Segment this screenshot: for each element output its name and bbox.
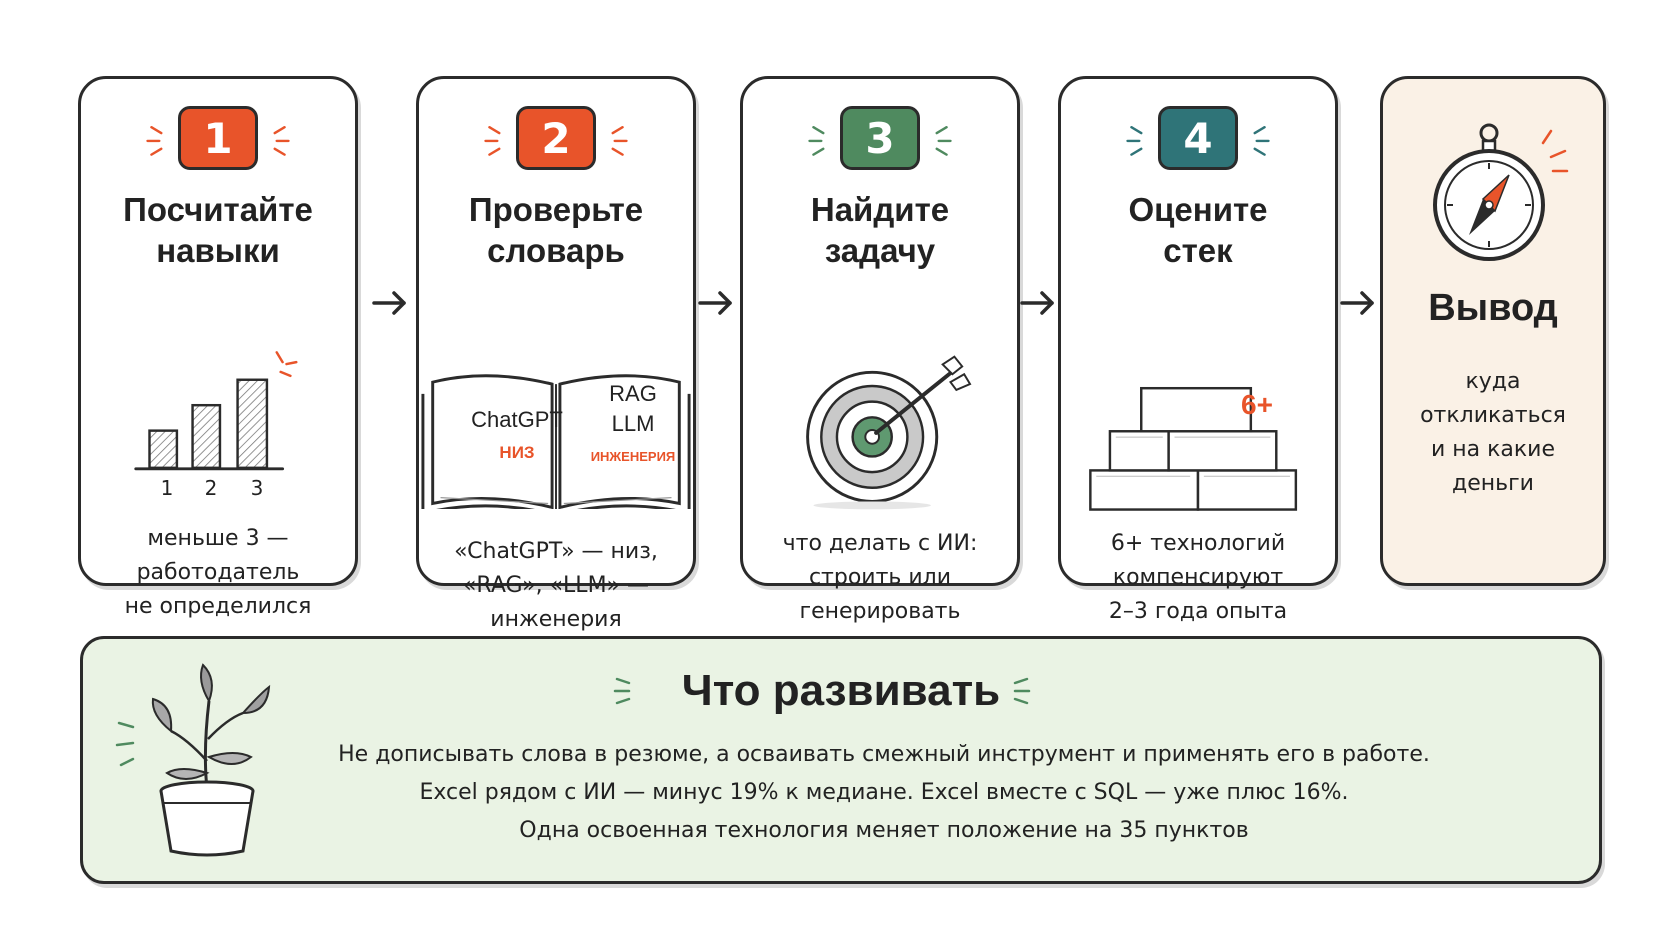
step-number-badge: 2 bbox=[516, 106, 596, 170]
chart-label-2: 2 bbox=[204, 476, 218, 500]
develop-panel: Что развивать Не дописывать слова в резю… bbox=[80, 636, 1602, 884]
badge-rays bbox=[146, 126, 290, 156]
title-rays-right bbox=[1013, 677, 1031, 705]
develop-text: Не дописывать слова в резюме, а осваиват… bbox=[338, 742, 1430, 843]
step-title: Оцените стек bbox=[1128, 191, 1268, 269]
step-card-1: 1 Посчитайте навыки 1 2 3 меньше 3 — раб… bbox=[78, 76, 358, 619]
step-number-badge: 1 bbox=[178, 106, 258, 170]
book-tag-niz: НИЗ bbox=[499, 443, 535, 462]
arrow-right-icon bbox=[1340, 291, 1374, 315]
arrow-right-icon bbox=[372, 291, 406, 315]
book-tag-engineering: ИНЖЕНЕРИЯ bbox=[590, 449, 676, 464]
conclusion-card: Вывод куда откликаться и на какие деньги bbox=[1380, 76, 1606, 586]
conclusion-description: куда откликаться и на какие деньги bbox=[1420, 369, 1566, 496]
step-number-badge: 4 bbox=[1158, 106, 1238, 170]
step-description: 6+ технологий компенсируют 2–3 года опыт… bbox=[1108, 531, 1288, 624]
step-card-2: 2 Проверьте словарь ChatGPT НИЗ RAG LLM … bbox=[416, 76, 696, 632]
chart-label-1: 1 bbox=[160, 476, 174, 500]
skills-bar-chart-icon bbox=[134, 351, 298, 471]
compass-icon bbox=[1433, 123, 1569, 261]
brick-label: 6+ bbox=[1241, 389, 1273, 420]
target-dart-icon bbox=[806, 355, 972, 510]
arrow-right-icon bbox=[1020, 291, 1054, 315]
badge-rays bbox=[484, 126, 628, 156]
conclusion-title: Вывод bbox=[1428, 287, 1558, 329]
brick-stack-icon bbox=[1089, 386, 1298, 511]
step-title: Найдите задачу bbox=[810, 191, 950, 269]
badge-rays bbox=[808, 126, 952, 156]
title-rays-left bbox=[613, 677, 631, 705]
arrow-right-icon bbox=[698, 291, 732, 315]
step-description: «ChatGPT» — низ, «RAG», «LLM» — инженери… bbox=[454, 539, 658, 632]
book-word-llm: LLM bbox=[611, 411, 655, 436]
potted-plant-icon bbox=[115, 663, 271, 857]
step-title: Проверьте словарь bbox=[468, 191, 644, 269]
step-title: Посчитайте навыки bbox=[123, 191, 313, 269]
chart-label-3: 3 bbox=[250, 476, 264, 500]
open-book-icon bbox=[421, 374, 691, 509]
step-description: меньше 3 — работодатель не определился bbox=[124, 526, 312, 619]
step-number-badge: 3 bbox=[840, 106, 920, 170]
step-card-3: 3 Найдите задачу что делать с ИИ: строит… bbox=[740, 76, 1020, 624]
badge-rays bbox=[1126, 126, 1270, 156]
step-card-4: 4 Оцените стек 6+ 6+ технологий компенси… bbox=[1058, 76, 1338, 624]
book-word-chatgpt: ChatGPT bbox=[471, 407, 563, 432]
step-description: что делать с ИИ: строить или генерироват… bbox=[782, 531, 978, 624]
develop-title: Что развивать bbox=[681, 666, 1001, 715]
book-word-rag: RAG bbox=[609, 381, 657, 406]
